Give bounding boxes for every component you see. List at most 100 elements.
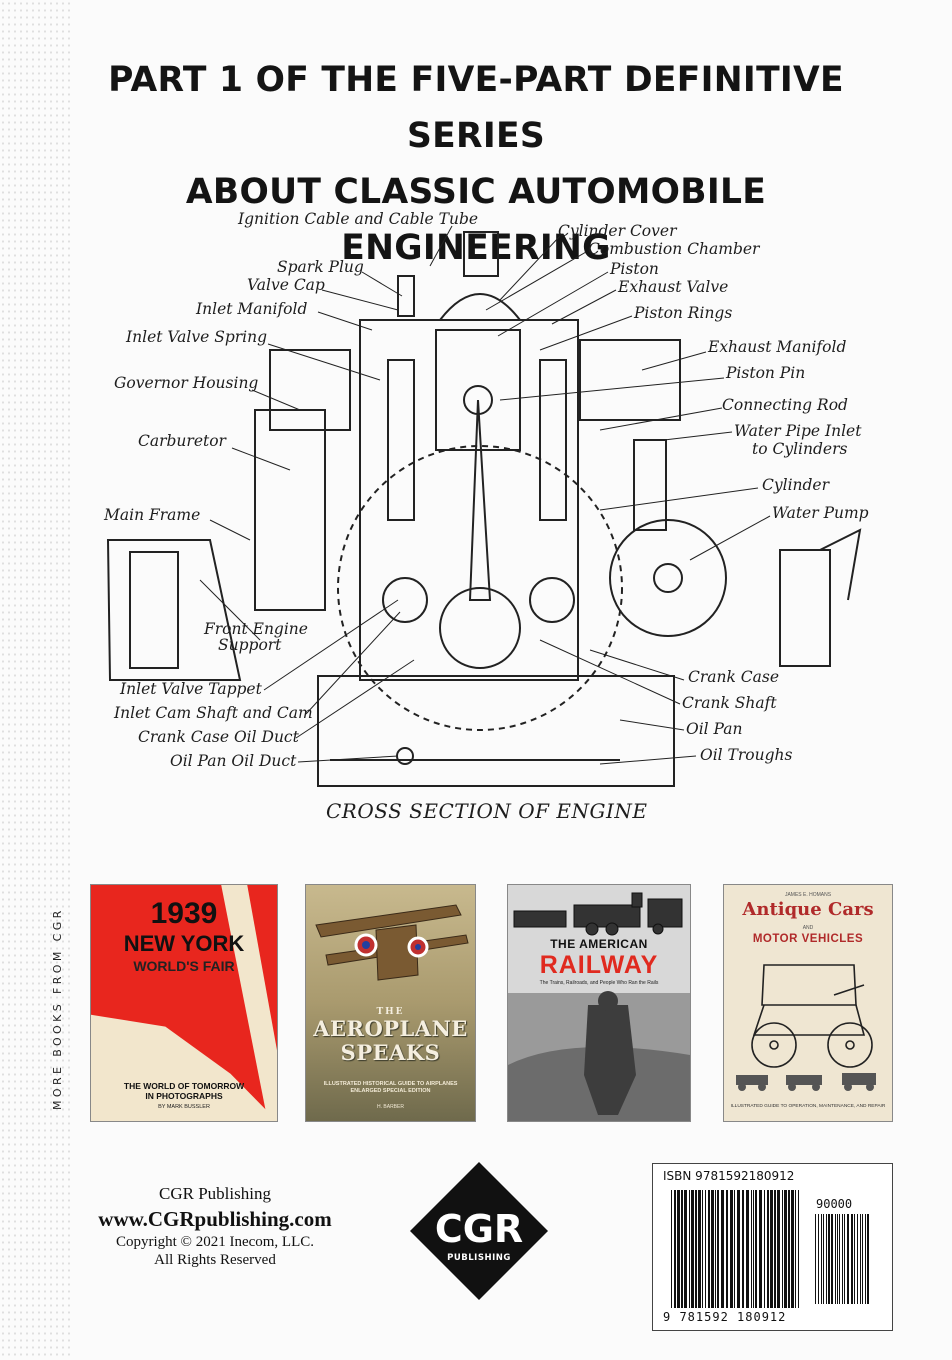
label-to-cylinders: to Cylinders <box>752 440 848 458</box>
book-cover-american-railway[interactable]: THE AMERICAN RAILWAY The Trains, Railroa… <box>507 884 691 1122</box>
barcode-bar <box>774 1190 776 1308</box>
barcode-bar <box>681 1190 683 1308</box>
antique-car-illustration <box>736 964 876 1091</box>
label-oil-pan: Oil Pan <box>686 720 743 738</box>
cylinder-block <box>359 319 579 681</box>
barcode-bar <box>815 1214 816 1304</box>
cylinder-cover <box>439 293 521 321</box>
barcode-bar <box>746 1190 749 1308</box>
book-year: 1939 <box>150 897 218 930</box>
publisher-website[interactable]: www.CGRpublishing.com <box>98 1207 332 1231</box>
barcode-bar <box>857 1214 858 1304</box>
barcode-bar <box>742 1190 744 1308</box>
barcode-bar <box>795 1190 796 1308</box>
book-cover-aeroplane-speaks[interactable]: THE AEROPLANE SPEAKS ILLUSTRATED HISTORI… <box>305 884 476 1122</box>
governor-housing <box>269 349 351 431</box>
ignition-box <box>463 231 499 277</box>
barcode-bar <box>755 1190 757 1308</box>
carburetor-body <box>254 409 326 611</box>
label-inlet-cam-shaft: Inlet Cam Shaft and Cam <box>113 704 313 722</box>
book-subtitle-line-2: ENLARGED SPECIAL EDITION <box>350 1088 431 1094</box>
label-valve-cap: Valve Cap <box>247 276 325 294</box>
book-subtitle: ILLUSTRATED HISTORICAL GUIDE TO AIRPLANE… <box>306 1081 475 1095</box>
barcode-bar <box>691 1190 694 1308</box>
barcode-digits: 9 781592 180912 <box>663 1310 787 1324</box>
label-ignition-cable: Ignition Cable and Cable Tube <box>237 210 478 228</box>
book-subtitle: The Trains, Railroads, and People Who Ra… <box>539 980 659 986</box>
label-exhaust-manifold: Exhaust Manifold <box>707 338 846 356</box>
label-support: Support <box>218 636 282 654</box>
book-author: JAMES E. HOMANS <box>784 892 832 898</box>
book-title-and: AND <box>802 925 814 931</box>
barcode-bar <box>671 1190 672 1308</box>
barcode-bar <box>721 1190 724 1308</box>
book-title-line-1: AEROPLANE <box>313 1016 468 1041</box>
label-piston-pin: Piston Pin <box>725 364 805 382</box>
label-carburetor: Carburetor <box>138 432 228 450</box>
label-crank-case-oil-duct: Crank Case Oil Duct <box>138 728 300 746</box>
barcode-bar <box>705 1190 706 1308</box>
copyright: Copyright © 2021 Inecom, LLC. <box>115 1234 315 1250</box>
book-cover-antique-cars[interactable]: JAMES E. HOMANS Antique Cars AND MOTOR V… <box>723 884 893 1122</box>
label-water-pipe-inlet: Water Pipe Inlet <box>734 422 862 440</box>
label-inlet-valve-tappet: Inlet Valve Tappet <box>119 680 263 698</box>
cgr-publishing-logo: CGR PUBLISHING <box>410 1162 548 1300</box>
book-title-line-2: MOTOR VEHICLES <box>752 933 864 945</box>
ean-barcode <box>671 1190 799 1308</box>
book-title: Antique Cars <box>742 899 874 920</box>
barcode-bar <box>730 1190 733 1308</box>
water-pump-hub <box>653 563 683 593</box>
barcode-bar <box>831 1214 833 1304</box>
inlet-cam-circle <box>382 577 428 623</box>
oil-pan-outline <box>317 675 675 787</box>
barcode-box: ISBN 9781592180912 90000 9 781592 180912 <box>652 1163 893 1331</box>
book-fair: WORLD'S FAIR <box>133 958 235 974</box>
logo-text: CGR <box>435 1207 523 1251</box>
barcode-bar <box>842 1214 843 1304</box>
label-inlet-valve-spring: Inlet Valve Spring <box>125 328 267 346</box>
label-combustion-chamber: Combustion Chamber <box>588 240 761 258</box>
barcode-bar <box>677 1190 680 1308</box>
crank-shaft-circle <box>439 587 521 669</box>
barcode-bar <box>708 1190 710 1308</box>
isbn-label: ISBN 9781592180912 <box>663 1169 795 1183</box>
book-author: BY MARK BUSSLER <box>158 1104 210 1110</box>
label-crank-shaft: Crank Shaft <box>682 694 777 712</box>
barcode-bar <box>777 1190 780 1308</box>
barcode-bar <box>821 1214 822 1304</box>
barcode-bar <box>860 1214 861 1304</box>
barcode-bar <box>851 1214 853 1304</box>
book-title-line-2: SPEAKS <box>340 1040 441 1065</box>
label-front-engine: Front Engine <box>203 620 308 638</box>
book-subtitle-line-1: THE WORLD OF TOMORROW <box>123 1081 245 1091</box>
book-author: H. BARBER <box>377 1104 404 1110</box>
piston <box>435 329 521 451</box>
engine-cross-section-diagram: Ignition Cable and Cable Tube Spark Plug… <box>103 210 869 823</box>
label-cylinder-cover: Cylinder Cover <box>558 222 678 240</box>
label-connecting-rod: Connecting Rod <box>722 396 848 414</box>
label-oil-pan-oil-duct: Oil Pan Oil Duct <box>170 752 297 770</box>
barcode-bar <box>751 1190 752 1308</box>
barcode-bar <box>717 1190 719 1308</box>
barcode-bar <box>674 1190 676 1308</box>
barcode-bar <box>764 1190 765 1308</box>
barcode-bar <box>715 1190 716 1308</box>
rights-reserved: All Rights Reserved <box>154 1252 276 1268</box>
exhaust-cam-circle <box>529 577 575 623</box>
label-oil-troughs: Oil Troughs <box>700 746 793 764</box>
barcode-bar <box>759 1190 762 1308</box>
barcode-bar <box>782 1190 783 1308</box>
barcode-bar <box>784 1190 787 1308</box>
label-cylinder: Cylinder <box>762 476 831 494</box>
barcode-bar <box>734 1190 735 1308</box>
label-water-pump: Water Pump <box>772 504 869 522</box>
book-cover-1939-worlds-fair[interactable]: 1939 NEW YORK WORLD'S FAIR THE WORLD OF … <box>90 884 278 1122</box>
barcode-bar <box>837 1214 838 1304</box>
inlet-valve-stem <box>387 359 415 521</box>
grain-texture <box>0 0 70 1360</box>
book-subtitle: ILLUSTRATED GUIDE TO OPERATION, MAINTENA… <box>730 1104 886 1109</box>
barcode-bar <box>791 1190 794 1308</box>
barcode-bar <box>867 1214 869 1304</box>
piston-pin-circle <box>463 385 493 415</box>
book-title-the: THE <box>376 1007 405 1017</box>
